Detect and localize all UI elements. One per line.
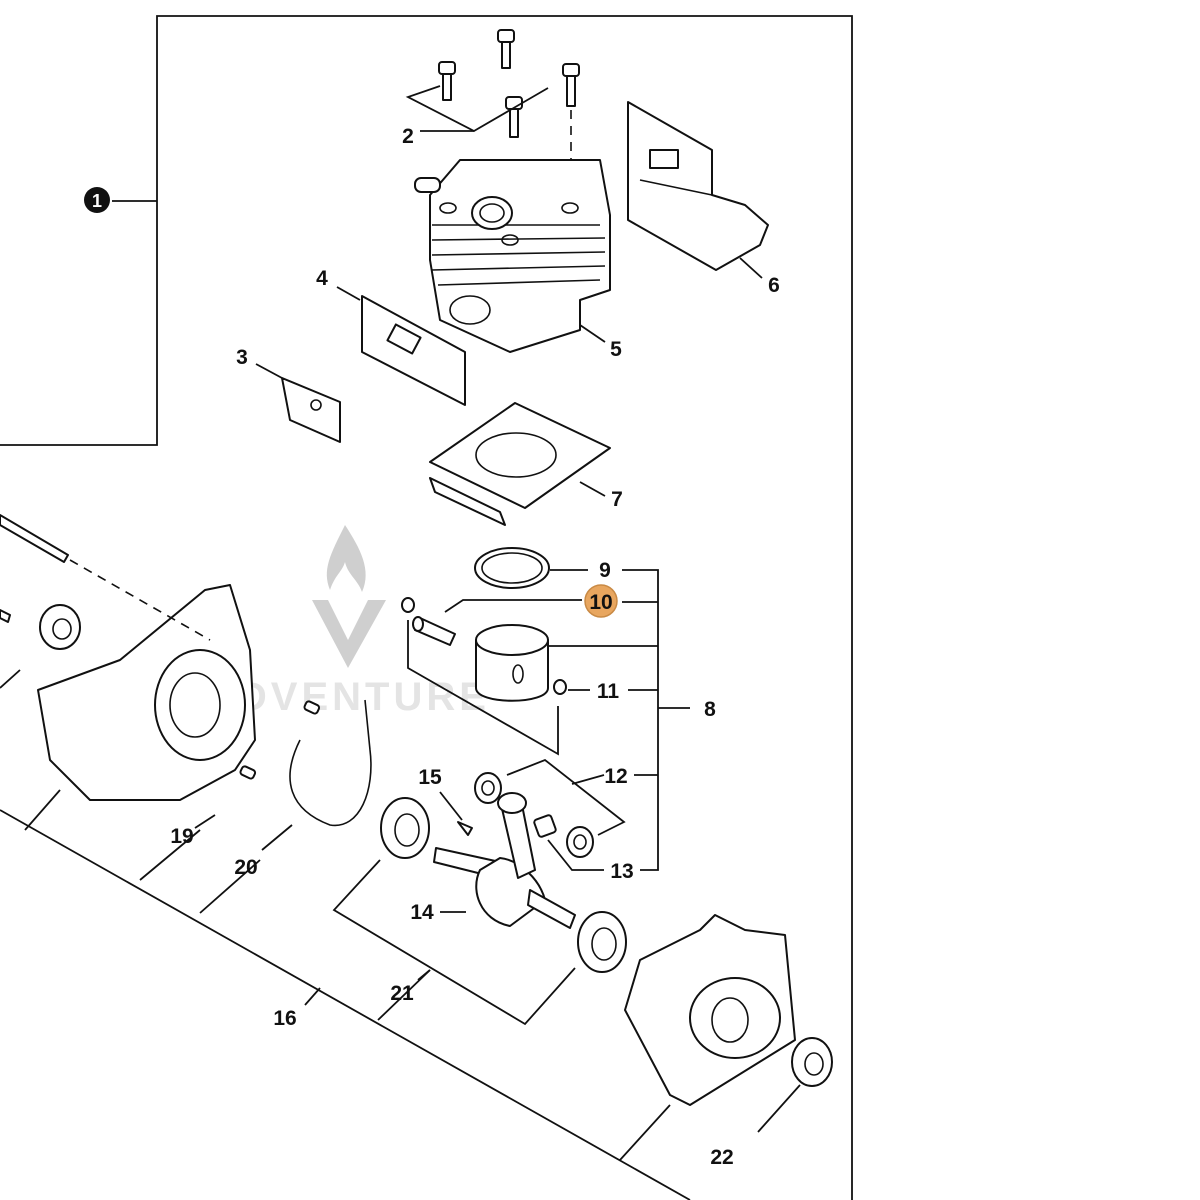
bracket-8	[622, 569, 659, 871]
dowel-pin-lower-icon[interactable]	[239, 765, 257, 780]
bracket-16	[0, 809, 691, 1200]
callout-11[interactable]: 11	[597, 680, 620, 703]
bearing-right-icon[interactable]	[577, 911, 627, 973]
callout-4[interactable]: 4	[316, 267, 328, 290]
v-logo-icon	[312, 600, 386, 668]
bearing-left-icon[interactable]	[380, 797, 430, 859]
gasket-4-icon[interactable]	[361, 295, 466, 406]
short-bolt-icon[interactable]	[0, 609, 11, 623]
callout-22[interactable]: 22	[710, 1146, 733, 1169]
leader-19-link	[139, 829, 201, 881]
leader-left-b	[24, 789, 61, 831]
callout-5[interactable]: 5	[610, 338, 622, 361]
callout-16[interactable]: 16	[273, 1007, 296, 1030]
washer-upper-icon[interactable]	[474, 772, 502, 804]
leader-7	[579, 481, 606, 497]
crankcase-right-icon[interactable]	[624, 914, 796, 1106]
long-bolt-icon[interactable]	[0, 514, 69, 563]
leader-5	[579, 324, 606, 343]
bracket-12	[506, 758, 626, 836]
callout-20[interactable]: 20	[234, 856, 257, 879]
oil-seal-left-icon[interactable]	[39, 604, 81, 650]
callout-7[interactable]: 7	[611, 488, 623, 511]
highlight-badge	[584, 584, 618, 618]
svg-text:1: 1	[92, 191, 102, 211]
callout-2[interactable]: 2	[402, 125, 414, 148]
callout-12[interactable]: 12	[604, 765, 627, 788]
callout-13[interactable]: 13	[610, 860, 633, 883]
bracket-21	[332, 859, 576, 1026]
leader-3	[255, 363, 283, 379]
leader-10	[444, 599, 582, 613]
screw-set-icon[interactable]	[438, 29, 580, 138]
callout-9[interactable]: 9	[599, 559, 611, 582]
leader-12	[571, 774, 605, 785]
leader-20	[261, 824, 293, 851]
leader-15	[439, 791, 463, 821]
leader-22b	[757, 1084, 801, 1133]
leader-4	[336, 286, 361, 301]
woodruff-key-icon[interactable]	[457, 821, 473, 836]
gasket-3-icon[interactable]	[281, 377, 341, 443]
heat-shield-icon[interactable]	[627, 101, 769, 271]
needle-cage-icon[interactable]	[533, 814, 557, 838]
callout-19[interactable]: 19	[170, 825, 193, 848]
group-frame-line	[0, 15, 853, 1200]
base-gasket-icon[interactable]	[429, 402, 611, 526]
circlip-right-icon[interactable]	[553, 679, 567, 695]
leader-22a	[619, 1104, 671, 1161]
crankshaft-icon[interactable]	[433, 792, 576, 929]
callout-10[interactable]: 10	[589, 591, 612, 614]
washer-lower-icon[interactable]	[566, 826, 594, 858]
piston-icon[interactable]	[475, 624, 549, 702]
cylinder-icon[interactable]	[414, 159, 611, 353]
group-marker-1[interactable]: 1	[84, 187, 110, 213]
leader-16	[304, 987, 321, 1006]
callout-8[interactable]: 8	[704, 698, 716, 721]
leader-13	[547, 839, 604, 871]
piston-ring-icon[interactable]	[474, 547, 550, 589]
leader-20-link	[199, 859, 261, 914]
leader-21-link	[377, 969, 431, 1021]
callout-3[interactable]: 3	[236, 346, 248, 369]
crankcase-left-icon[interactable]	[37, 584, 256, 801]
dowel-pin-upper-icon[interactable]	[303, 700, 321, 715]
flame-logo-icon	[326, 525, 366, 592]
leader-19	[194, 814, 216, 829]
leader-left-a	[0, 669, 21, 689]
circlip-left-icon[interactable]	[401, 597, 415, 613]
bolt-axis	[69, 559, 211, 641]
callout-15[interactable]: 15	[418, 766, 442, 789]
callout-6[interactable]: 6	[768, 274, 780, 297]
oil-seal-right-icon[interactable]	[791, 1037, 833, 1087]
leader-6	[739, 257, 763, 279]
leader-2	[405, 85, 549, 133]
leader-11-bracket	[407, 620, 559, 756]
crankcase-gasket-icon[interactable]	[289, 699, 372, 827]
callout-10-highlight[interactable]: 10	[584, 584, 618, 618]
callout-21[interactable]: 21	[390, 982, 414, 1005]
callout-14[interactable]: 14	[410, 901, 434, 924]
piston-pin-icon[interactable]	[412, 616, 456, 646]
